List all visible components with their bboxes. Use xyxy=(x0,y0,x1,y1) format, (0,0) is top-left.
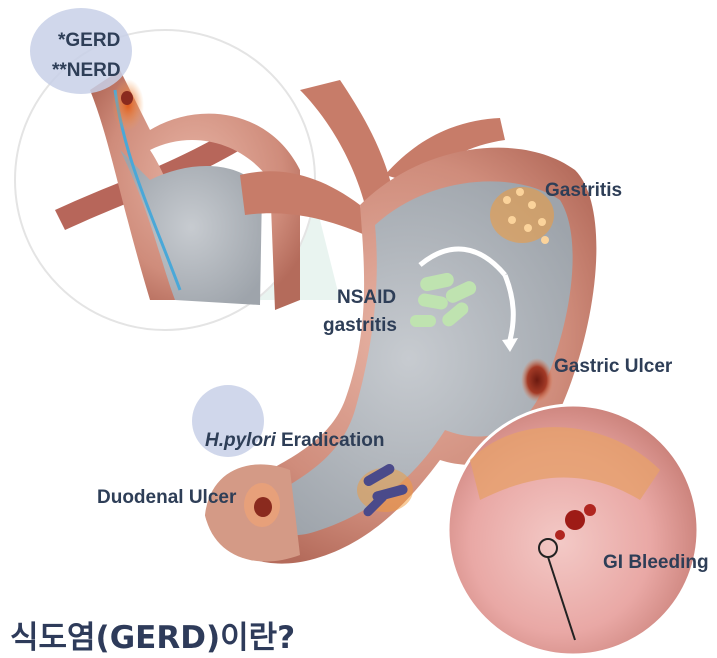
gi-bleeding-label: GI Bleeding xyxy=(603,552,709,574)
gastritis-label: Gastritis xyxy=(545,180,622,202)
gastric-ulcer-mark xyxy=(521,358,553,402)
nsaid-label-line2: gastritis xyxy=(323,315,397,337)
hpylori-eradication-label: H.pylori Eradication xyxy=(205,430,384,452)
page-title: 식도염(GERD)이란? xyxy=(10,612,295,657)
hpylori-italic-text: H.pylori xyxy=(205,430,276,451)
duodenal-ulcer-mark xyxy=(244,483,280,527)
nsaid-label-line1: NSAID xyxy=(337,287,396,309)
gerd-label: *GERD xyxy=(58,30,120,52)
duodenal-ulcer-label: Duodenal Ulcer xyxy=(97,487,236,509)
eradication-text: Eradication xyxy=(276,430,385,451)
gastric-ulcer-label: Gastric Ulcer xyxy=(554,356,672,378)
nerd-label: **NERD xyxy=(52,60,121,82)
gi-bleeding-magnified-view xyxy=(448,405,698,655)
